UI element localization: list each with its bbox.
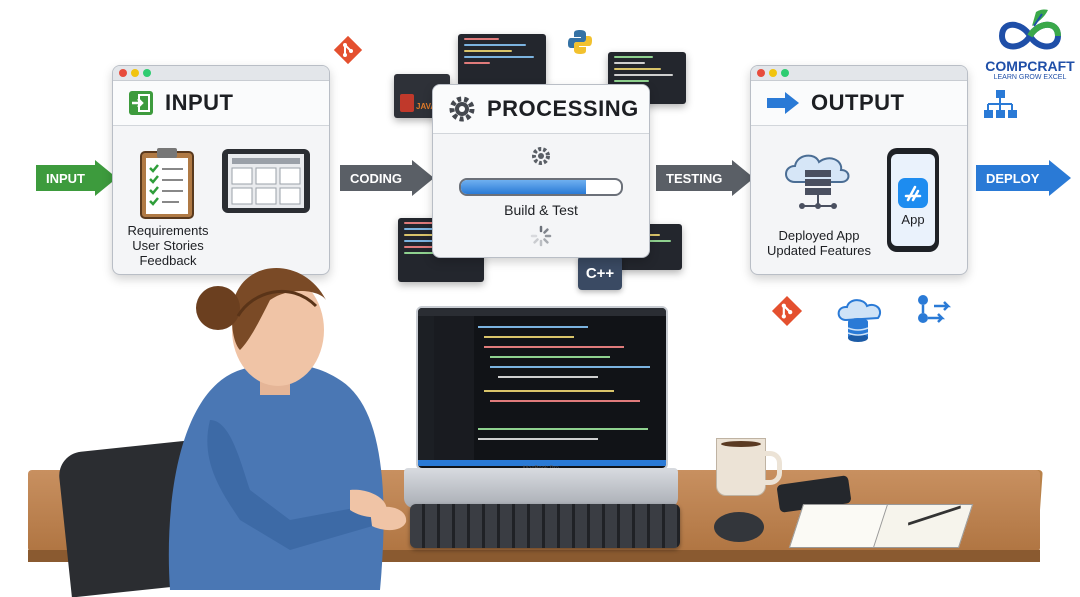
testing-arrow-label: TESTING [656, 165, 733, 191]
laptop-base [404, 468, 678, 508]
sign-in-icon [129, 91, 153, 115]
app-label: App [901, 212, 925, 227]
infinity-logo-icon [998, 9, 1062, 50]
caption-user-stories: User Stories [132, 238, 204, 253]
arrow-right-icon [767, 92, 799, 114]
build-status-text: Build & Test [504, 202, 578, 218]
coding-arrow: CODING [340, 160, 434, 196]
gear-icon [449, 96, 475, 122]
testing-arrow: TESTING [656, 160, 755, 196]
processing-window: PROCESSING Build & Test [432, 84, 650, 258]
build-progress-bar [459, 178, 623, 196]
build-progress-fill [461, 180, 586, 194]
clipboard-checklist-icon [140, 148, 194, 219]
git-icon [333, 35, 363, 65]
python-logo-icon [568, 30, 592, 54]
laptop: MacBook Pro [416, 306, 668, 476]
loading-spinner-icon [530, 225, 552, 247]
laptop-screen [416, 306, 668, 470]
caption-deployed-app: Deployed App [778, 228, 860, 243]
deploy-arrow-label: DEPLOY [976, 165, 1050, 191]
app-store-icon [898, 178, 928, 208]
cpp-badge: C++ [578, 256, 622, 290]
output-captions: Deployed App Updated Features [759, 228, 879, 258]
code-snippet-top-left [458, 34, 546, 86]
mouse [714, 512, 764, 542]
coffee-mug [716, 438, 782, 496]
small-gear-icon [532, 147, 550, 165]
cpp-label: C++ [585, 264, 615, 282]
sitemap-icon [984, 90, 1017, 118]
notebook [788, 504, 974, 548]
caption-updated-features: Updated Features [766, 243, 872, 258]
input-title: INPUT [165, 90, 234, 115]
output-title: OUTPUT [811, 90, 905, 115]
brand-logo: COMPCRAFT LEARN GROW EXCEL [982, 6, 1078, 86]
processing-title: PROCESSING [487, 96, 639, 121]
deploy-workflow-icon [918, 295, 952, 323]
git-icon-bottom [771, 295, 803, 327]
brand-tagline: LEARN GROW EXCEL [993, 74, 1067, 81]
input-arrow-label: INPUT [36, 165, 95, 191]
developer-person [168, 267, 407, 590]
output-window: OUTPUT App Deployed App Updated Features [750, 65, 968, 275]
cloud-server-icon [785, 154, 850, 209]
java-badge: JAVA [416, 102, 437, 111]
input-arrow: INPUT [36, 160, 117, 196]
phone-mockup: App [887, 148, 939, 252]
input-captions: Requirements User Stories Feedback [113, 223, 223, 268]
keyboard [410, 504, 680, 548]
coding-arrow-label: CODING [340, 165, 412, 191]
deploy-arrow: DEPLOY [976, 160, 1072, 196]
brand-name: COMPCRAFT [985, 58, 1075, 74]
caption-feedback: Feedback [139, 253, 197, 268]
input-window: INPUT Requirements User Stories Feedback [112, 65, 330, 275]
caption-requirements: Requirements [127, 223, 209, 238]
cloud-database-icon [837, 299, 882, 342]
wireframe-tablet-icon [222, 149, 310, 213]
